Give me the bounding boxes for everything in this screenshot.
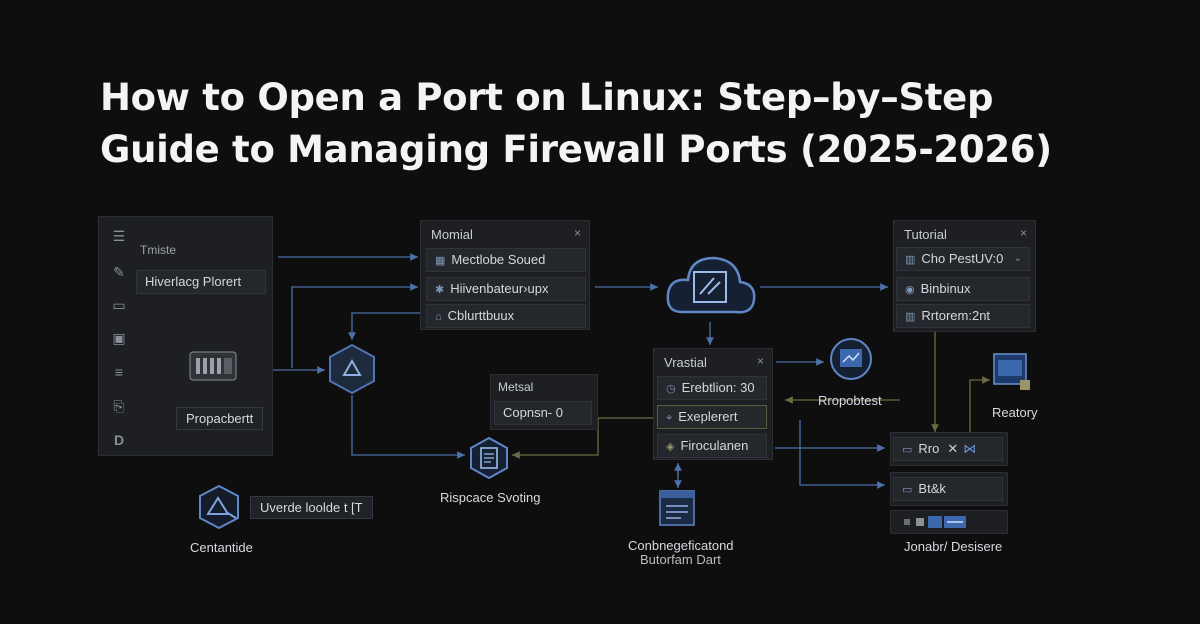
toolbar-icons[interactable] xyxy=(902,514,972,530)
cloud-server-icon[interactable] xyxy=(660,248,760,326)
rropobtest-label: Rropobtest xyxy=(818,393,882,408)
butorfam-label: Butorfam Dart xyxy=(640,552,721,567)
tutorial-row-3-label: Rrtorem:2nt xyxy=(921,308,991,323)
document-icon[interactable]: ▣ xyxy=(112,330,126,346)
left-panel-heading: Tmiste xyxy=(140,243,176,257)
close-icon[interactable]: × xyxy=(1019,226,1027,240)
server-label: Propacbertt xyxy=(176,407,264,430)
centantide-icon[interactable] xyxy=(196,484,242,530)
close-icon: ✕ xyxy=(947,441,959,456)
grid-icon: ▥ xyxy=(905,311,916,323)
monitor-icon[interactable] xyxy=(992,352,1032,394)
grid-icon: ▥ xyxy=(905,254,916,266)
vrastial-row-1-label: Erebtlion: 30 xyxy=(681,380,755,395)
link-left-momial-2 xyxy=(291,283,418,368)
grid-icon: ▦ xyxy=(435,255,446,267)
wrench-icon[interactable]: ✎ xyxy=(113,264,125,280)
tutorial-row-3[interactable]: ▥ Rrtorem:2nt xyxy=(896,304,1030,328)
vrastial-row-3[interactable]: ◈ Firoculanen xyxy=(657,434,767,458)
left-panel-field[interactable]: Hiverlacg Plorert xyxy=(136,270,266,294)
momial-row-3-label: Cblurttbuux xyxy=(447,308,515,323)
rro-row-label: Rro xyxy=(918,441,940,456)
close-icon[interactable]: × xyxy=(756,354,764,368)
router-hex-icon[interactable] xyxy=(326,343,378,395)
gear-icon: ✱ xyxy=(435,284,445,296)
window-icon: ▭ xyxy=(902,444,913,456)
btk-row-label: Bt&k xyxy=(918,481,946,496)
link-vrastial-rispcace xyxy=(511,417,655,459)
tutorial-row-1-label: Cho PestUV:0 xyxy=(921,251,1004,266)
title-line-2: Guide to Managing Firewall Ports (2025-2… xyxy=(100,128,1052,171)
link-momial-hex xyxy=(348,312,420,340)
momial-row-2-label: Hiivenbateur›upx xyxy=(450,281,549,296)
share-icon: ⋈ xyxy=(963,441,977,456)
page-title: How to Open a Port on Linux: Step–by–Ste… xyxy=(100,72,1120,176)
server-icon xyxy=(186,348,242,384)
menu-icon[interactable]: ☰ xyxy=(112,228,126,244)
document-hex-icon[interactable] xyxy=(467,436,511,480)
clock-icon: ◷ xyxy=(666,383,676,395)
window-icon[interactable]: ▭ xyxy=(112,297,126,313)
rispcace-label: Rispcace Svoting xyxy=(440,490,541,505)
reatory-label: Reatory xyxy=(992,405,1038,420)
close-icon[interactable]: × xyxy=(573,226,581,240)
tutorial-row-2[interactable]: ◉ Binbinux xyxy=(896,277,1030,301)
link-rro-reatory xyxy=(969,376,990,432)
tutorial-title: Tutorial xyxy=(904,227,947,242)
rro-row[interactable]: ▭ Rro ✕ ⋈ xyxy=(893,437,1003,461)
momial-title: Momial xyxy=(431,227,473,242)
conbnegeficatond-label: Conbnegeficatond xyxy=(628,538,734,553)
terminal-icon[interactable] xyxy=(657,488,697,528)
file-icon[interactable]: ⎘ xyxy=(113,398,125,414)
momial-row-1[interactable]: ▦ Mectlobe Soued xyxy=(426,248,586,272)
vrastial-title: Vrastial xyxy=(664,355,707,370)
momial-row-2[interactable]: ✱ Hiivenbateur›upx xyxy=(426,277,586,301)
centantide-label: Centantide xyxy=(190,540,253,555)
home-icon: ⌂ xyxy=(435,311,442,323)
window-icon: ▭ xyxy=(902,484,913,496)
shield-icon: ◈ xyxy=(666,441,675,453)
tutorial-row-2-label: Binbinux xyxy=(920,281,971,296)
vrastial-row-1[interactable]: ◷ Erebtlion: 30 xyxy=(657,376,767,400)
link-hex-rispcace xyxy=(351,395,465,459)
link-to-btk xyxy=(799,420,885,489)
d-icon[interactable]: D xyxy=(113,432,125,448)
title-line-1: How to Open a Port on Linux: Step–by–Ste… xyxy=(100,76,994,119)
pin-icon: ⌖ xyxy=(666,412,673,424)
vrastial-row-2[interactable]: ⌖ Exeplerert xyxy=(657,405,767,429)
btk-row[interactable]: ▭ Bt&k xyxy=(893,477,1003,501)
vrastial-row-2-label: Exeplerert xyxy=(678,409,738,424)
metsal-title: Metsal xyxy=(498,380,534,394)
tutorial-row-1[interactable]: ▥ Cho PestUV:0 ⌄ xyxy=(896,247,1030,271)
metsal-value[interactable]: Copnsn- 0 xyxy=(494,401,592,425)
momial-row-3[interactable]: ⌂ Cblurttbuux xyxy=(426,304,586,328)
vrastial-row-3-label: Firoculanen xyxy=(680,438,749,453)
dashboard-icon[interactable] xyxy=(828,336,876,382)
list-icon[interactable]: ≡ xyxy=(114,364,124,380)
globe-icon: ◉ xyxy=(905,284,915,296)
momial-row-1-label: Mectlobe Soued xyxy=(451,252,546,267)
jonabr-label: Jonabr/ Desisere xyxy=(904,539,1003,554)
centantide-box: Uverde loolde t [T xyxy=(250,496,373,519)
chevron-down-icon: ⌄ xyxy=(1013,253,1022,264)
